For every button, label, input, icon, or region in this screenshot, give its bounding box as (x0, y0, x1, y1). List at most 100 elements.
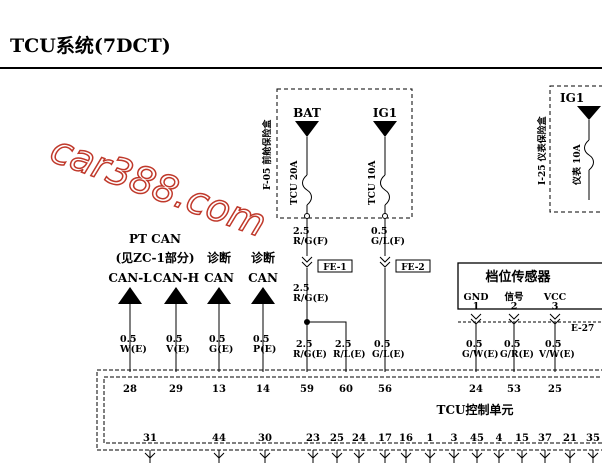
gear-pin2-name: 信号 (504, 291, 524, 303)
tcu-pin-60: 60 (339, 384, 353, 395)
tcu-bottom-pin: 17 (378, 433, 392, 444)
signal-color: V(E) (165, 344, 190, 355)
power-59-color: R/G(E) (293, 349, 327, 360)
can-group-line1: PT CAN (129, 232, 181, 246)
gear-sensor-title: 档位传感器 (485, 269, 551, 285)
tcu-pin-13: 13 (212, 384, 226, 395)
page-title: TCU系统(7DCT) (10, 34, 171, 57)
connector-fe2-icon (379, 256, 391, 268)
fuse-bat-rating: TCU 20A (290, 160, 300, 205)
power-source-bat-icon (295, 121, 319, 137)
signal-arrow-icon (207, 287, 231, 304)
can-group-line2: (见ZC-1部分) (116, 250, 195, 265)
gear-wire-3: 0.5 V/W(E) (538, 313, 575, 372)
power-56-gauge: 0.5 (374, 339, 391, 350)
fuse-bat-terminal-icon (304, 213, 310, 219)
gear-sensor-box (457, 262, 602, 310)
signal-diag2-top-label: 诊断 (251, 250, 275, 265)
signal-diag-can-1: CAN 0.5 G(E) (204, 271, 234, 372)
fuse-bat-icon (302, 174, 312, 206)
signal-gauge: 0.5 (253, 334, 270, 345)
tcu-pin-59: 59 (300, 384, 314, 395)
tcu-title: TCU控制单元 (437, 402, 514, 417)
tcu-bottom-pin: 44 (212, 433, 226, 444)
wire-splice-to-60 (307, 321, 347, 372)
power-59-gauge: 2.5 (296, 339, 313, 350)
gear-wire-1: 0.5 G/W(E) (462, 313, 498, 372)
connector-fe2-label: FE-2 (401, 263, 424, 273)
connector-fe2-box (395, 259, 431, 273)
tcu-bottom-pin: 25 (330, 433, 344, 444)
signal-diag-can-2: CAN 0.5 P(E) (248, 271, 278, 372)
tcu-box-inner (103, 376, 602, 444)
signal-can-l: CAN-L 0.5 W(E) (108, 271, 152, 372)
tcu-bottom-wires (144, 450, 599, 463)
tcu-bottom-pin: 16 (399, 433, 413, 444)
connector-fe1-label: FE-1 (323, 263, 346, 273)
tcu-bottom-pin: 3 (451, 433, 458, 444)
fuse-dash-rating: 仪表 10A (571, 143, 583, 186)
gear-wire-gauge: 0.5 (504, 339, 521, 350)
tcu-bottom-pin: 37 (538, 433, 552, 444)
gear-pin3-num: 3 (552, 301, 559, 312)
connector-fe1-icon (301, 256, 313, 268)
tcu-bottom-pins: 31 44 30 23 25 24 17 16 1 3 45 4 15 37 2… (143, 433, 600, 444)
splice-wire-gauge: 2.5 (293, 283, 310, 294)
tcu-bottom-pin: 31 (143, 433, 157, 444)
watermark-text: car388.com (45, 127, 272, 245)
tcu-bottom-pin: 45 (470, 433, 484, 444)
tcu-pin-53: 53 (507, 384, 521, 395)
fuse-dash-icon (584, 139, 594, 171)
tcu-bottom-pin: 21 (563, 433, 577, 444)
signal-color: G(E) (209, 344, 233, 355)
signal-gauge: 0.5 (166, 334, 183, 345)
signal-label: CAN-L (108, 271, 152, 285)
signal-arrow-icon (164, 287, 188, 304)
connector-e27-label: E-27 (571, 324, 594, 334)
tcu-bottom-pin: 30 (258, 433, 272, 444)
signal-diag1-top-label: 诊断 (207, 250, 231, 265)
power-source-dash-icon (577, 106, 601, 120)
tcu-bottom-pin: 24 (352, 433, 366, 444)
fuse-ig1-rating: TCU 10A (368, 160, 378, 205)
gear-pin2-num: 2 (511, 301, 518, 312)
tcu-bottom-pin: 35 (586, 433, 600, 444)
wire-bat-color: R/G(F) (293, 236, 328, 247)
fuse-ig1-source: IG1 (373, 106, 397, 120)
gear-pin1-name: GND (463, 292, 488, 303)
signal-arrow-icon (251, 287, 275, 304)
tcu-box-outer (96, 369, 602, 451)
signal-gauge: 0.5 (120, 334, 137, 345)
signal-color: P(E) (253, 344, 276, 355)
fuse-box-dash-label: I-25 仪表保险盒 (536, 115, 548, 185)
tcu-pin-25: 25 (548, 384, 562, 395)
signal-label: CAN (204, 271, 234, 285)
wire-ig1-color: G/L(F) (371, 236, 405, 247)
power-60-gauge: 2.5 (335, 339, 352, 350)
gear-wire-gauge: 0.5 (545, 339, 562, 350)
fuse-dash-source: IG1 (560, 91, 584, 105)
power-56-color: G/L(E) (372, 349, 405, 360)
wire-ig1-gauge: 0.5 (371, 226, 388, 237)
tcu-bottom-pin: 1 (427, 433, 434, 444)
fuse-ig1-icon (380, 174, 390, 206)
signal-gauge: 0.5 (209, 334, 226, 345)
gear-wire-color: V/W(E) (538, 349, 575, 360)
signal-label: CAN (248, 271, 278, 285)
splice-wire-color: R/G(E) (293, 293, 329, 304)
gear-pin1-num: 1 (473, 301, 480, 312)
fuse-ig1-terminal-icon (382, 213, 388, 219)
tcu-pin-14: 14 (256, 384, 270, 395)
tcu-pin-56: 56 (378, 384, 392, 395)
fuse-bat-source: BAT (293, 106, 321, 120)
wire-bat-gauge: 2.5 (293, 226, 310, 237)
fuse-box-dash (549, 85, 602, 213)
tcu-bottom-pin: 15 (515, 433, 529, 444)
power-60-color: R/L(E) (333, 349, 365, 360)
connector-fe1-box (317, 259, 353, 273)
gear-wire-color: G/W(E) (462, 349, 498, 360)
fuse-box-front (276, 88, 413, 219)
signal-label: CAN-H (153, 271, 199, 285)
